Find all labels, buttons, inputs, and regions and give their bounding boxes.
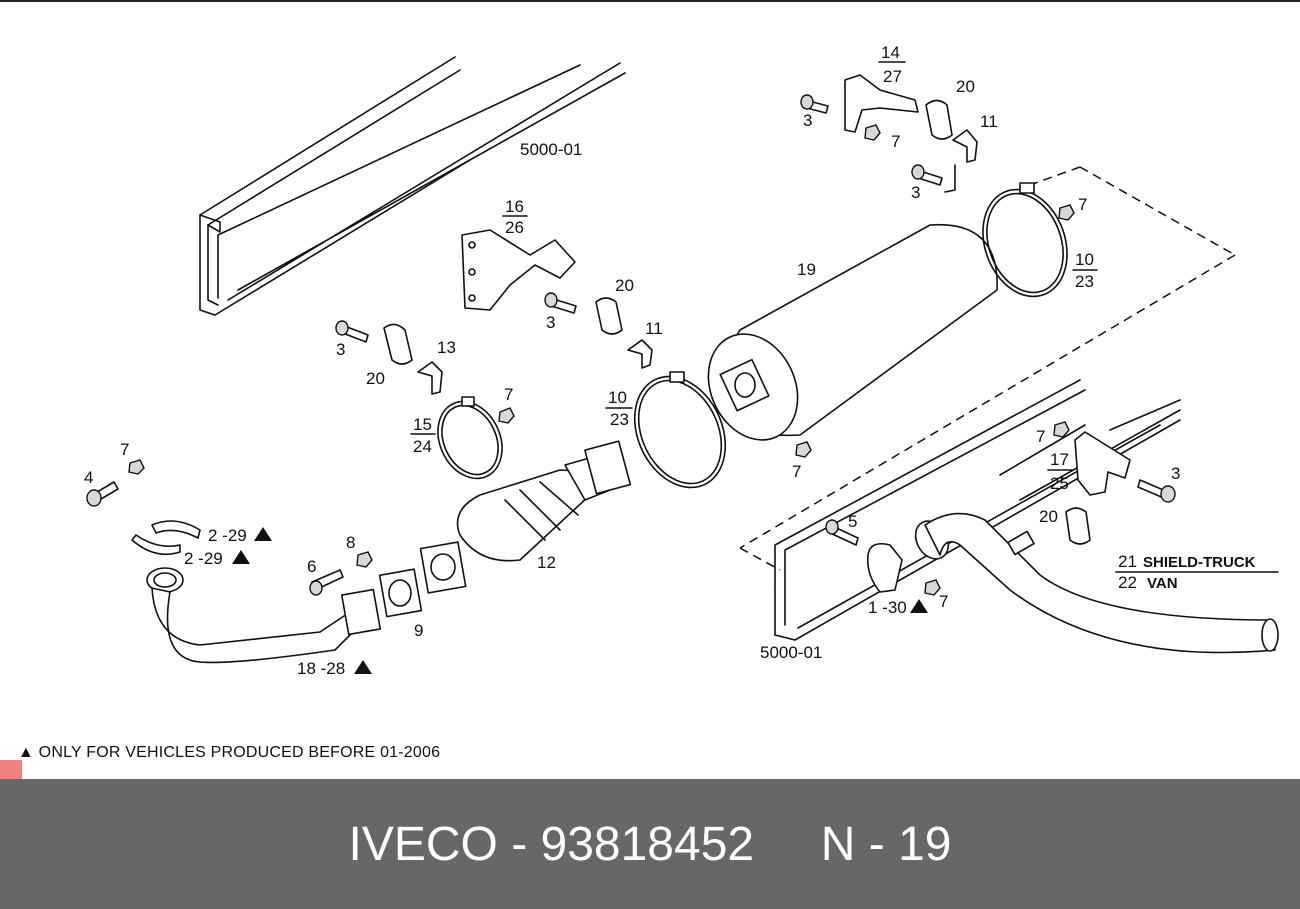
catalytic-converter	[419, 440, 632, 594]
clamp-half-lower	[131, 534, 181, 556]
callout-3-middle: 3	[546, 313, 555, 332]
callout-3-upper-right: 3	[911, 183, 920, 202]
callout-7-middle-left: 7	[504, 385, 513, 404]
callout-19: 19	[797, 260, 816, 279]
callout-23-upper: 23	[1075, 272, 1094, 291]
callout-4: 4	[84, 468, 93, 487]
hanger-bracket-14-27	[844, 74, 919, 133]
callout-12: 12	[537, 553, 556, 572]
rubber-mount-20-lower	[1065, 507, 1091, 545]
callout-3-lower-right: 3	[1171, 464, 1180, 483]
triangle-2-29-a	[254, 527, 272, 541]
chassis-rail-upper	[199, 56, 626, 316]
callout-21: 21	[1118, 552, 1137, 571]
clamp-ring-small	[437, 396, 503, 480]
callout-18-28: 18 -28	[297, 659, 345, 678]
triangle-18-28	[354, 660, 372, 674]
callout-7-lower-right: 7	[1036, 427, 1045, 446]
bracket-17-25	[1074, 431, 1131, 496]
nut-7-middle-left	[498, 407, 515, 424]
rubber-mount-20-top	[925, 99, 953, 140]
rubber-mount-20-left	[383, 323, 413, 365]
callout-7-muffler: 7	[792, 462, 801, 481]
clamp-half-upper	[151, 520, 201, 539]
callout-11-top: 11	[980, 112, 998, 131]
clamp-ring-upper	[982, 182, 1068, 298]
callout-2-29-b: 2 -29	[184, 549, 223, 568]
nut-7-lower-right	[1053, 421, 1070, 438]
callout-10-upper: 10	[1075, 250, 1094, 269]
front-exhaust-pipe	[146, 567, 382, 664]
bracket-13	[417, 361, 443, 395]
pipe-clamp-1-30	[866, 542, 903, 593]
chassis-rail-lower	[774, 379, 1181, 641]
frame-label-lower: 5000-01	[760, 643, 822, 662]
tailpipe	[914, 512, 1279, 654]
callout-20-left: 20	[366, 369, 385, 388]
callout-27: 27	[883, 67, 902, 86]
callout-3-top: 3	[803, 111, 812, 130]
callout-20-lower: 20	[1039, 507, 1058, 526]
callout-7-left: 7	[120, 440, 129, 459]
callout-24: 24	[413, 437, 432, 456]
callout-1-30: 1 -30	[868, 598, 907, 617]
bracket-11-middle	[627, 339, 653, 369]
callout-20-middle: 20	[615, 276, 634, 295]
footnote: ▲ ONLY FOR VEHICLES PRODUCED BEFORE 01-2…	[18, 744, 441, 761]
callout-17: 17	[1050, 450, 1069, 469]
footer-bar: IVECO - 93818452 N - 19	[0, 779, 1300, 909]
callout-2-29-a: 2 -29	[208, 526, 247, 545]
callout-13: 13	[437, 338, 456, 357]
callout-11-middle: 11	[645, 319, 663, 338]
nut-7-muffler	[795, 441, 812, 458]
callout-5: 5	[848, 512, 857, 531]
nut-7-bottom	[924, 579, 941, 596]
bracket-16-26	[461, 229, 576, 311]
nut-7-upper-right	[1058, 204, 1075, 221]
gasket	[378, 568, 423, 618]
callout-10-middle: 10	[608, 388, 627, 407]
callout-25: 25	[1050, 474, 1069, 493]
callout-6: 6	[307, 557, 316, 576]
callout-3-left: 3	[336, 340, 345, 359]
top-border	[0, 0, 1300, 2]
footer-part-label: IVECO - 93818452 N - 19	[348, 817, 952, 871]
callout-7-bottom: 7	[939, 592, 948, 611]
callout-21-text: SHIELD-TRUCK	[1143, 554, 1256, 571]
frame-label-upper: 5000-01	[520, 140, 582, 159]
callout-15: 15	[413, 415, 432, 434]
callout-7-upper-right: 7	[1078, 195, 1087, 214]
nut-8	[356, 551, 373, 568]
corner-marker	[0, 760, 22, 779]
nut-7-left	[128, 459, 145, 475]
nut-7-top	[864, 124, 881, 141]
triangle-1-30	[910, 599, 928, 613]
callout-14: 14	[881, 43, 900, 62]
callout-7-top: 7	[891, 132, 900, 151]
callout-16: 16	[505, 197, 524, 216]
rubber-mount-20-middle	[595, 297, 623, 335]
callout-22-text: VAN	[1147, 575, 1178, 592]
muffler	[707, 223, 998, 441]
callout-8: 8	[346, 533, 355, 552]
callout-23-middle: 23	[610, 410, 629, 429]
callout-9: 9	[414, 621, 423, 640]
callout-20-top: 20	[956, 77, 975, 96]
triangle-2-29-b	[232, 550, 250, 564]
clamp-ring-middle	[633, 371, 727, 489]
bracket-11-top	[952, 129, 978, 163]
exhaust-exploded-diagram: 5000-01 5000-01 19 10 23 10 23 15 24	[84, 43, 1279, 678]
callout-22: 22	[1118, 573, 1137, 592]
callout-26: 26	[505, 218, 524, 237]
